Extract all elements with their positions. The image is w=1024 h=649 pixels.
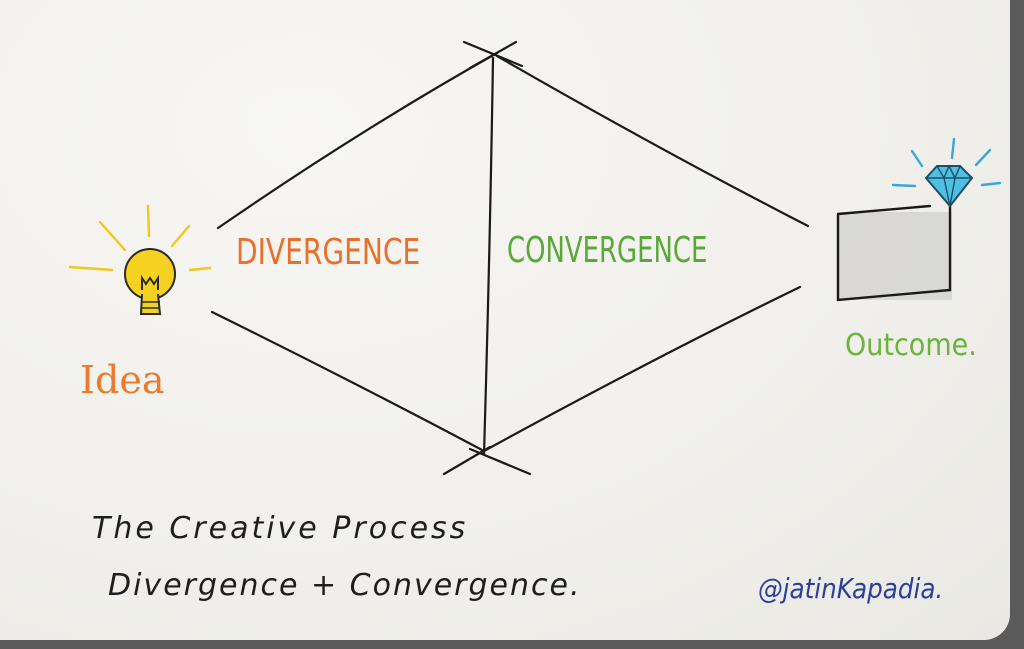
convergence-label: CONVERGENCE <box>507 230 708 271</box>
diamond-outline <box>210 40 810 476</box>
box-icon <box>836 204 952 302</box>
converge-lower-line <box>482 285 802 453</box>
sketch-card: DIVERGENCE CONVERGENCE Idea Outcome. The… <box>0 0 1010 640</box>
diamond-icon <box>891 137 1002 208</box>
diverge-upper-line <box>216 51 499 230</box>
converge-upper-line <box>495 54 810 228</box>
diverge-lower-line <box>210 310 486 453</box>
caption-title: The Creative Process <box>92 511 469 546</box>
bottom-cross-line-1 <box>442 445 492 476</box>
outcome-label: Outcome. <box>845 328 977 363</box>
lightbulb-icon <box>68 204 212 315</box>
creative-process-diagram <box>68 40 1002 476</box>
caption-subtitle: Divergence + Convergence. <box>108 568 582 603</box>
idea-label: Idea <box>80 358 165 402</box>
divider-line <box>482 56 495 456</box>
divergence-label: DIVERGENCE <box>236 232 421 273</box>
bottom-cross-line-2 <box>468 447 532 476</box>
author-handle: @jatinKapadia. <box>758 572 944 605</box>
top-cross-line-2 <box>468 40 518 70</box>
